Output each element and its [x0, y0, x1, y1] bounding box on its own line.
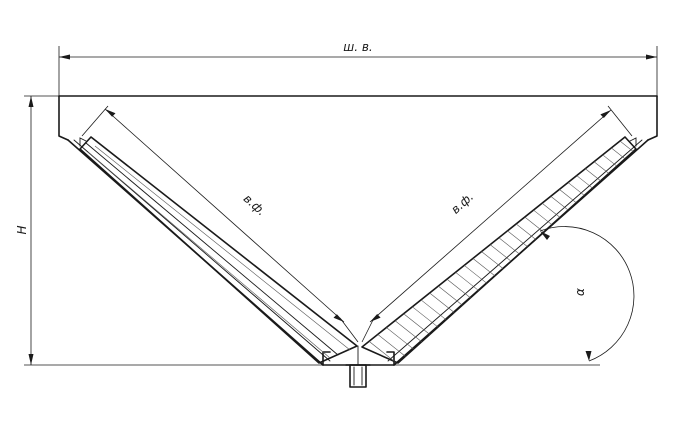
hatch-line [484, 226, 534, 265]
hatch-line [602, 137, 636, 166]
right-filter-dimension: в.ф. [361, 105, 633, 343]
left-filter-panel [79, 136, 358, 364]
left-filter-label: в.ф. [241, 191, 269, 218]
hatch-line [451, 254, 500, 294]
right-filter-label: в.ф. [448, 189, 476, 216]
hatch-line [467, 240, 517, 280]
filter-hatching [362, 137, 636, 363]
right-filter-panel [361, 136, 637, 364]
hatch-line [476, 233, 525, 273]
hatch-line [426, 276, 475, 315]
hatch-line [367, 326, 416, 363]
angle-dimension: α [539, 226, 635, 362]
left-filter-dimension: в.ф. [81, 105, 359, 343]
hatch-line [442, 262, 492, 301]
hatch-line [392, 304, 441, 344]
hatch-line [434, 269, 483, 308]
hatch-line [459, 247, 508, 287]
width-label: ш. в. [343, 40, 373, 54]
hatch-line [384, 311, 433, 351]
hatch-line [417, 283, 466, 322]
extension-lines [24, 46, 658, 366]
height-dimension: H [15, 96, 34, 365]
hatch-line [501, 212, 550, 251]
hatch-line [493, 219, 542, 258]
hatch-line [409, 290, 458, 329]
hatch-line [509, 205, 559, 244]
hood-outline [58, 95, 658, 366]
hatch-line [375, 318, 424, 358]
drain-fitting [345, 345, 371, 388]
angle-label: α [573, 288, 587, 296]
width-dimension: ш. в. [59, 40, 657, 60]
height-label: H [15, 225, 29, 234]
hatch-line [400, 297, 450, 337]
